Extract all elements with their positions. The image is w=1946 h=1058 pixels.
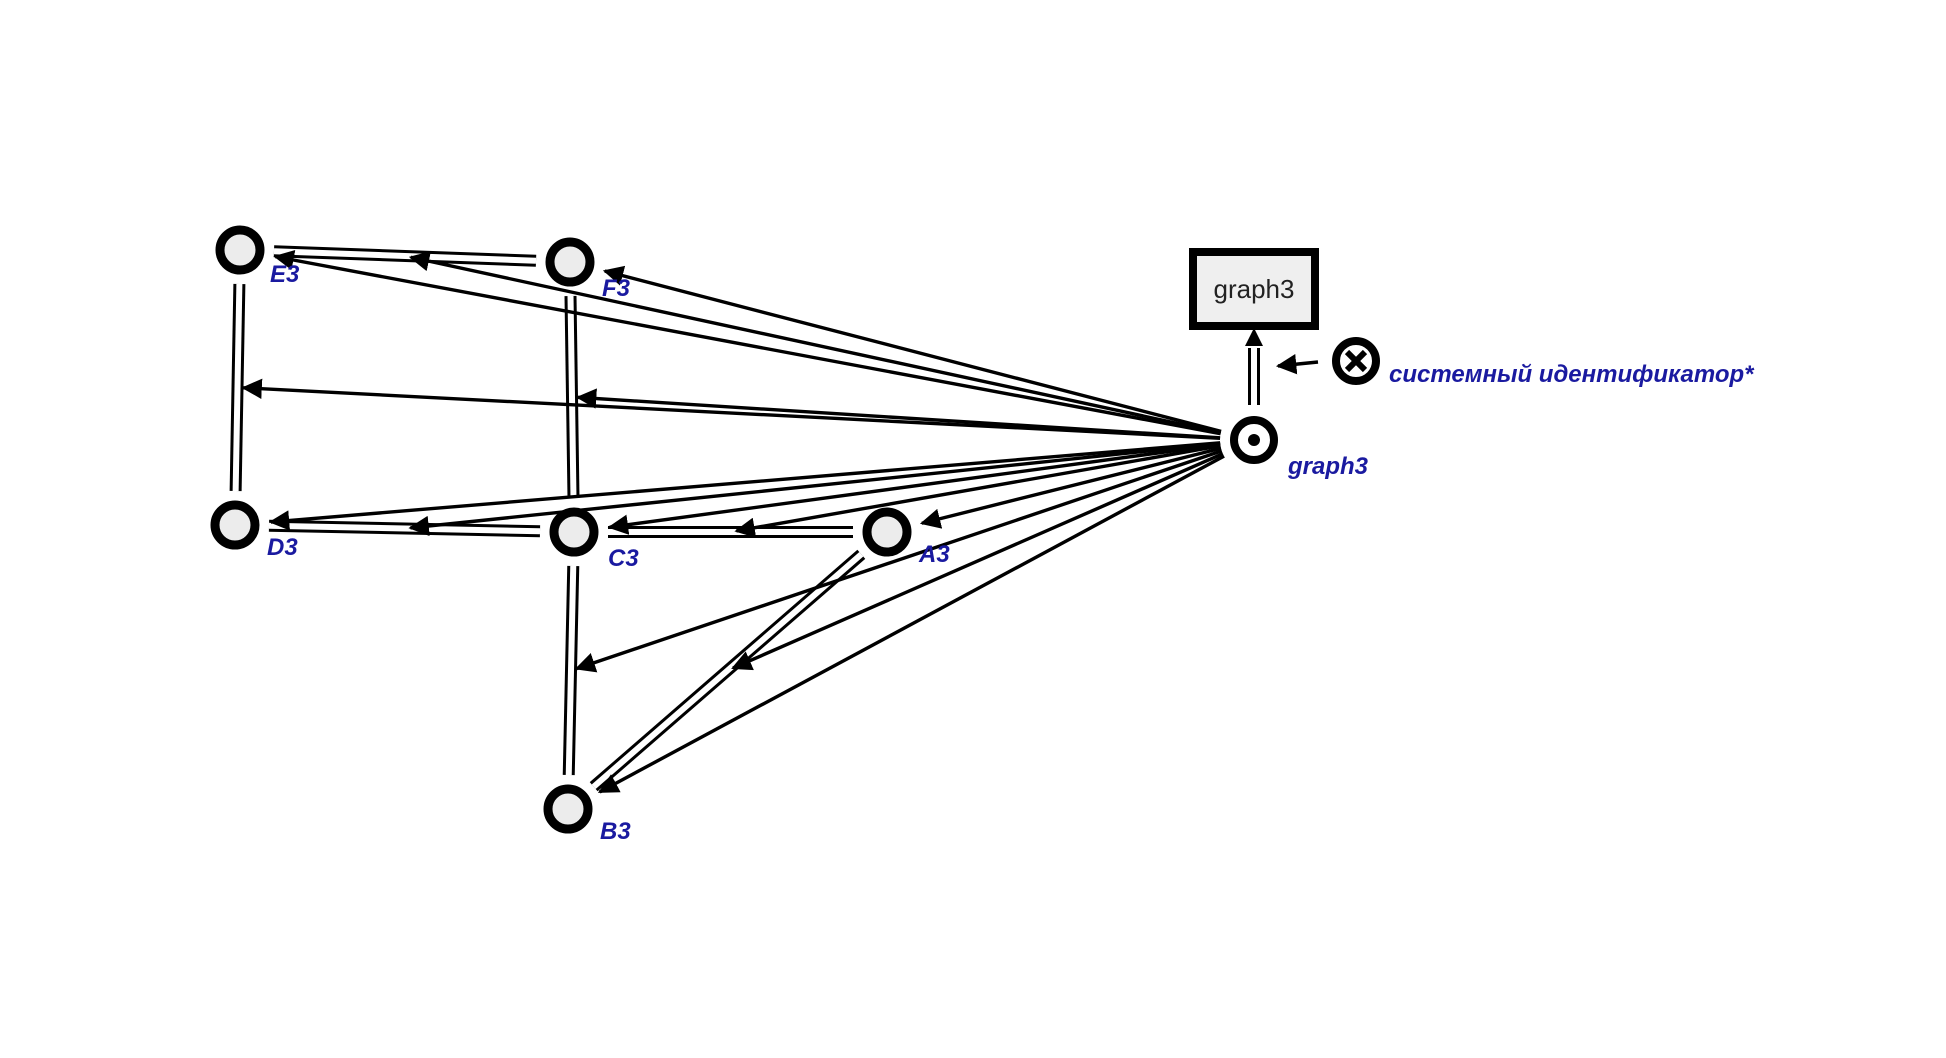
node-E3[interactable] <box>215 225 265 275</box>
arc-sysid-to-link <box>1275 354 1319 375</box>
circled-dot-icon[interactable] <box>1230 416 1278 464</box>
arc-graph3-to-C3 <box>607 442 1221 535</box>
node-D3[interactable] <box>210 500 260 550</box>
arc-graph3-to-E3-D3 <box>241 378 1221 440</box>
arc-graph3-to-D3 <box>268 441 1221 531</box>
arc-graph3-to-A3 <box>919 446 1222 529</box>
label-sysid: системный идентификатор* <box>1389 361 1755 388</box>
arc-graph3-to-F3 <box>602 265 1222 434</box>
directed-arcs <box>241 249 1319 794</box>
nodes: graph3 <box>210 225 1380 834</box>
edge-E3-F3 <box>273 245 537 267</box>
label-C3: C3 <box>608 545 639 572</box>
arc-graph3-to-C3-A3 <box>734 444 1221 538</box>
arc-graph3-to-C3-B3 <box>574 449 1223 673</box>
arc-graph3-to-F3-C3 <box>575 388 1221 440</box>
arc-graph3-to-E3 <box>273 249 1221 436</box>
edge-F3-C3 <box>564 295 580 499</box>
label-D3: D3 <box>267 534 298 561</box>
edge-A3-B3 <box>589 549 866 792</box>
edge-D3-C3 <box>268 519 541 538</box>
node-F3[interactable] <box>545 237 595 287</box>
undirected-edges <box>229 245 866 792</box>
edge-C3-B3 <box>562 565 580 776</box>
link-box-text: graph3 <box>1214 274 1295 304</box>
arc-graph3-to-A3-B3 <box>731 452 1224 671</box>
edge-E3-D3 <box>229 283 246 492</box>
arc-graph3-to-D3-C3 <box>408 441 1221 537</box>
label-F3: F3 <box>602 275 631 302</box>
node-C3[interactable] <box>549 507 599 557</box>
node-B3[interactable] <box>543 784 593 834</box>
label-B3: B3 <box>600 818 631 845</box>
arc-graph3-to-B3 <box>597 454 1225 794</box>
node-A3[interactable] <box>862 507 912 557</box>
label-graph3: graph3 <box>1287 453 1369 480</box>
circled-x-icon[interactable] <box>1332 337 1380 385</box>
arc-graph3-to-E3-F3 <box>408 251 1222 435</box>
label-A3: A3 <box>918 541 950 568</box>
edge-graph3-to-link <box>1245 328 1263 405</box>
label-E3: E3 <box>270 261 300 288</box>
link-box-graph3[interactable]: graph3 <box>1189 248 1319 330</box>
